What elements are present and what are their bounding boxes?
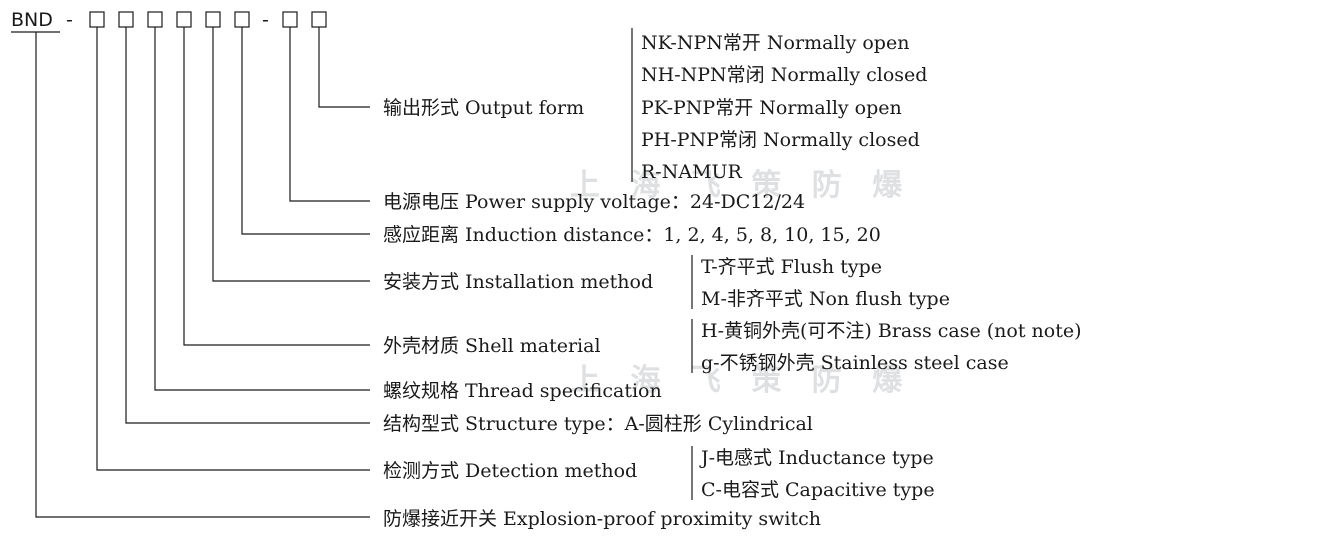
option-inductance: J-电感式 Inductance type: [699, 447, 934, 469]
label-induction-distance: 感应距离 Induction distance：1, 2, 4, 5, 8, 1…: [383, 224, 881, 246]
option-pk: PK-PNP常开 Normally open: [641, 97, 902, 119]
code-boxes: [89, 11, 327, 28]
model-separator-2: -: [262, 9, 269, 31]
code-box-structure: [118, 11, 134, 28]
option-ph: PH-PNP常闭 Normally closed: [641, 129, 920, 151]
option-nk: NK-NPN常开 Normally open: [641, 32, 909, 54]
leader-detection-method: [96, 27, 370, 471]
label-detection-method: 检测方式 Detection method: [383, 460, 637, 482]
option-non-flush: M-非齐平式 Non flush type: [701, 288, 950, 310]
code-box-shell: [176, 11, 192, 28]
code-box-distance: [234, 11, 250, 28]
watermark-top: 上 海 飞 策 防 爆: [570, 168, 912, 203]
leader-product-name: [35, 32, 370, 518]
model-separator-1: -: [66, 9, 73, 31]
leader-thread-spec: [154, 27, 370, 391]
option-namur: R-NAMUR: [641, 161, 743, 183]
code-box-detection: [89, 11, 105, 28]
code-box-installation: [205, 11, 221, 28]
leader-output-form: [318, 27, 370, 108]
code-box-thread: [147, 11, 163, 28]
label-structure-type: 结构型式 Structure type：A-圆柱形 Cylindrical: [383, 413, 813, 435]
label-shell-material: 外壳材质 Shell material: [383, 335, 601, 357]
option-stainless: g-不锈钢外壳 Stainless steel case: [701, 352, 1009, 374]
leader-installation-method: [212, 27, 370, 282]
model-prefix: BND: [11, 9, 53, 31]
label-installation-method: 安装方式 Installation method: [383, 271, 653, 293]
code-box-output: [311, 11, 327, 28]
option-brackets: [631, 28, 693, 500]
leader-structure-type: [125, 27, 370, 424]
label-output-form: 输出形式 Output form: [383, 97, 584, 119]
leader-lines: [35, 27, 370, 518]
option-capacitive: C-电容式 Capacitive type: [701, 479, 935, 501]
leader-induction-distance: [241, 27, 370, 235]
code-box-voltage: [282, 11, 298, 28]
watermark-bottom: 上 海 飞 策 防 爆: [570, 363, 912, 398]
label-product-name: 防爆接近开关 Explosion-proof proximity switch: [383, 508, 821, 530]
label-thread-spec: 螺纹规格 Thread specification: [383, 380, 662, 402]
leader-shell-material: [183, 27, 370, 346]
option-brass: H-黄铜外壳(可不注) Brass case (not note): [701, 320, 1082, 342]
option-flush: T-齐平式 Flush type: [701, 256, 882, 278]
leader-power-supply: [289, 27, 370, 202]
label-power-supply: 电源电压 Power supply voltage：24-DC12/24: [383, 191, 805, 213]
option-nh: NH-NPN常闭 Normally closed: [641, 64, 927, 86]
